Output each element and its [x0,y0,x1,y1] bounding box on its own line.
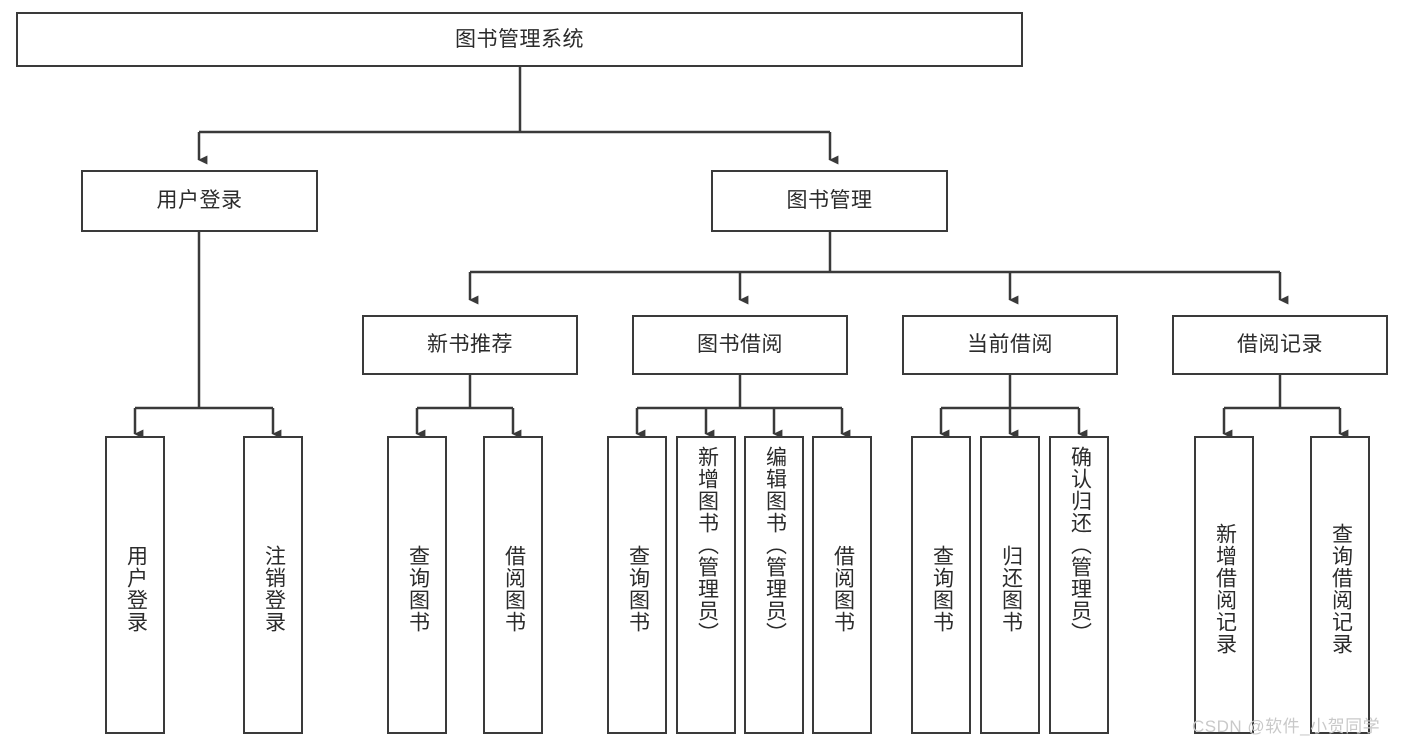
leaf-user-login-logout[interactable]: 注销登录 [243,436,303,734]
node-label: 用户登录 [124,545,148,633]
connector-user-login-to-leaves [133,232,282,439]
node-label: 注销登录 [262,545,286,633]
connector-book-borrow-to-leaves [635,375,851,439]
node-label: 图书管理 [786,189,873,213]
node-label: 借阅图书 [831,545,855,633]
node-label: 新增借阅记录 [1213,523,1237,655]
node-label: 图书管理系统 [455,27,584,51]
node-label: 借阅图书 [502,545,526,633]
node-label: 新增图书（管理员） [695,446,719,644]
leaf-borrow-record-query-record[interactable]: 查询借阅记录 [1310,436,1370,734]
node-current-borrow[interactable]: 当前借阅 [902,315,1118,375]
node-label: 图书借阅 [697,333,783,357]
leaf-book-borrow-edit-book[interactable]: 编辑图书（管理员） [744,436,804,734]
node-user-login[interactable]: 用户登录 [81,170,318,232]
node-label: 查询图书 [406,545,430,633]
node-new-book-recommend[interactable]: 新书推荐 [362,315,578,375]
connector-book-mgmt-to-level3 [468,232,1289,305]
connector-borrow-record-to-leaves [1222,375,1349,439]
leaf-current-borrow-query-book[interactable]: 查询图书 [911,436,971,734]
leaf-borrow-record-add-record[interactable]: 新增借阅记录 [1194,436,1254,734]
node-label: 查询借阅记录 [1329,523,1353,655]
node-book-management[interactable]: 图书管理 [711,170,948,232]
node-label: 新书推荐 [427,333,513,357]
leaf-book-borrow-borrow-book[interactable]: 借阅图书 [812,436,872,734]
connector-current-borrow-to-leaves [939,375,1088,439]
node-root-system[interactable]: 图书管理系统 [16,12,1023,67]
node-label: 查询图书 [930,545,954,633]
node-label: 当前借阅 [967,333,1053,357]
leaf-book-borrow-query-book[interactable]: 查询图书 [607,436,667,734]
node-label: 编辑图书（管理员） [763,446,787,644]
csdn-watermark: CSDN @软件_小贺同学 [1192,717,1381,736]
leaf-new-book-query-book[interactable]: 查询图书 [387,436,447,734]
leaf-current-borrow-return-book[interactable]: 归还图书 [980,436,1040,734]
leaf-new-book-borrow-book[interactable]: 借阅图书 [483,436,543,734]
node-borrow-record[interactable]: 借阅记录 [1172,315,1388,375]
connector-root-to-level2 [197,67,839,165]
leaf-current-borrow-confirm-return[interactable]: 确认归还（管理员） [1049,436,1109,734]
node-label: 查询图书 [626,545,650,633]
node-label: 用户登录 [156,189,243,213]
node-label: 确认归还（管理员） [1068,446,1092,644]
connector-new-book-to-leaves [415,375,522,439]
node-label: 归还图书 [999,545,1023,633]
node-label: 借阅记录 [1237,333,1323,357]
node-book-borrow[interactable]: 图书借阅 [632,315,848,375]
leaf-book-borrow-add-book[interactable]: 新增图书（管理员） [676,436,736,734]
leaf-user-login-login[interactable]: 用户登录 [105,436,165,734]
